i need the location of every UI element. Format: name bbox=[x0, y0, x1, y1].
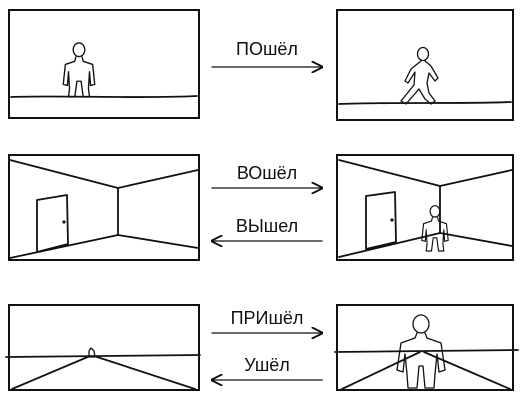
label-poshel: ПОшёл bbox=[236, 39, 298, 59]
label-ushel: Ушёл bbox=[244, 355, 290, 375]
row-3: ПРИшёл Ушёл bbox=[5, 304, 519, 391]
perspective-line-left bbox=[11, 355, 91, 390]
perspective-line-right bbox=[423, 351, 511, 390]
label-vyshel: ВЫшел bbox=[236, 216, 298, 236]
perspective-line-right bbox=[93, 355, 196, 390]
panel-room-person bbox=[336, 154, 514, 261]
distant-person bbox=[88, 347, 96, 358]
panel-walking bbox=[336, 9, 514, 121]
door bbox=[365, 191, 397, 250]
room-lines bbox=[9, 159, 199, 259]
door bbox=[36, 194, 69, 253]
row-1: ПОшёл bbox=[8, 9, 514, 121]
label-prishel: ПРИшёл bbox=[231, 308, 304, 328]
ground-line bbox=[338, 101, 512, 105]
horizon-line bbox=[334, 349, 519, 353]
label-voshel: ВОшёл bbox=[237, 163, 297, 183]
door-handle bbox=[390, 218, 394, 222]
room-lines bbox=[338, 159, 513, 258]
walking-person bbox=[400, 46, 439, 105]
row-2: ВОшёл ВЫшел bbox=[8, 154, 514, 261]
horizon-line bbox=[5, 354, 201, 358]
door-handle bbox=[62, 220, 66, 224]
panel-near-figure bbox=[336, 304, 514, 391]
ground-line bbox=[10, 95, 198, 99]
perspective-line-left bbox=[341, 351, 421, 390]
panel-standing bbox=[8, 9, 200, 119]
panel-far-figure bbox=[8, 304, 200, 391]
near-person bbox=[396, 314, 446, 389]
